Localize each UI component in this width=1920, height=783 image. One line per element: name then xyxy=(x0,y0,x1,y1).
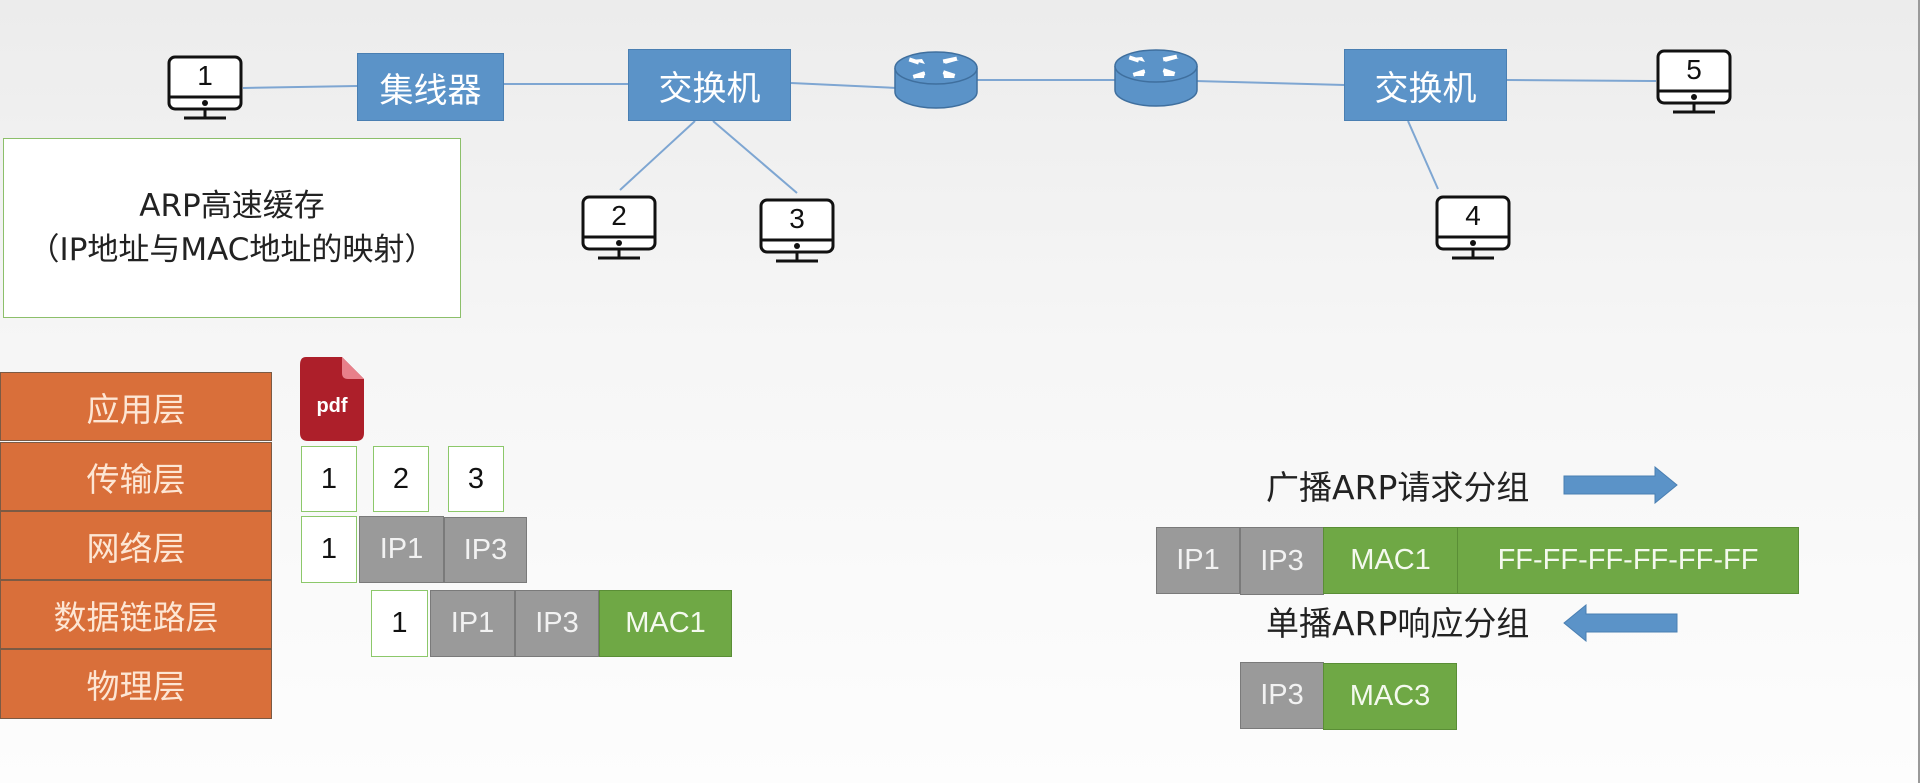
frame-src-ip: IP1 xyxy=(430,590,515,657)
arp-field-label: FF-FF-FF-FF-FF-FF xyxy=(1497,544,1759,576)
packet-dst-ip: IP3 xyxy=(444,517,527,583)
computer-icon xyxy=(581,195,657,260)
computer-4[interactable]: 4 xyxy=(1434,195,1512,265)
computer-icon xyxy=(759,198,835,263)
layer-label: 传输层 xyxy=(86,459,186,499)
arp-cache-subtitle: （IP地址与MAC地址的映射） xyxy=(28,232,436,268)
computer-label: 3 xyxy=(789,203,805,234)
link-switch-pc5 xyxy=(1506,79,1657,82)
arrow-left-icon xyxy=(1563,604,1678,642)
arp-req-src-mac: MAC1 xyxy=(1323,527,1458,594)
router-icon xyxy=(894,51,978,109)
link-switch-router1 xyxy=(790,82,898,89)
packet-field-label: IP1 xyxy=(379,533,424,565)
computer-icon xyxy=(1656,49,1732,114)
arp-reply-mac: MAC3 xyxy=(1323,663,1457,730)
frame-dst-ip: IP3 xyxy=(515,590,599,657)
layer-label: 数据链路层 xyxy=(53,597,219,637)
arp-field-label: IP1 xyxy=(1176,544,1220,576)
layer-label: 物理层 xyxy=(86,667,186,706)
router-icon xyxy=(1114,49,1198,107)
segment-2: 2 xyxy=(373,446,429,512)
switch-right[interactable]: 交换机 xyxy=(1344,49,1507,121)
arp-reply-ip: IP3 xyxy=(1240,662,1324,729)
pdf-label: pdf xyxy=(316,395,348,417)
layer-transport: 传输层 xyxy=(0,442,272,511)
router-2[interactable] xyxy=(1113,46,1199,108)
segment-label: 2 xyxy=(392,462,410,495)
slide-right-edge xyxy=(1918,0,1920,783)
arp-cache-box: ARP高速缓存 （IP地址与MAC地址的映射） xyxy=(3,138,461,318)
computer-icon xyxy=(1435,195,1511,260)
frame-field-label: MAC1 xyxy=(625,607,706,639)
arp-req-src-ip: IP1 xyxy=(1156,527,1240,594)
computer-label: 2 xyxy=(611,200,627,231)
segment-label: 3 xyxy=(467,462,485,495)
computer-label: 5 xyxy=(1686,54,1702,85)
segment-label: 1 xyxy=(320,462,338,495)
arp-field-label: MAC3 xyxy=(1349,680,1431,712)
hub-label: 集线器 xyxy=(379,70,482,111)
frame-field-label: IP3 xyxy=(535,607,579,639)
pdf-file-icon: pdf xyxy=(300,357,364,441)
switch-label: 交换机 xyxy=(658,68,761,109)
link-pc1-hub xyxy=(242,85,358,89)
frame-data: 1 xyxy=(371,590,428,657)
packet-field-label: IP3 xyxy=(463,533,508,566)
layer-datalink: 数据链路层 xyxy=(0,580,272,649)
arp-field-label: MAC1 xyxy=(1350,544,1431,576)
computer-3[interactable]: 3 xyxy=(758,198,836,268)
arp-req-broadcast-mac: FF-FF-FF-FF-FF-FF xyxy=(1457,527,1799,594)
frame-field-label: 1 xyxy=(391,607,408,639)
arp-field-label: IP3 xyxy=(1260,679,1304,711)
link-switch-pc3 xyxy=(712,120,798,194)
computer-2[interactable]: 2 xyxy=(580,195,658,265)
link-switch-pc2 xyxy=(619,120,696,191)
layer-label: 应用层 xyxy=(86,389,186,429)
segment-3: 3 xyxy=(448,446,504,512)
router-1[interactable] xyxy=(893,48,979,110)
packet-src-ip: IP1 xyxy=(359,516,444,583)
packet-field-label: 1 xyxy=(320,533,338,565)
switch-left[interactable]: 交换机 xyxy=(628,49,791,121)
layer-physical: 物理层 xyxy=(0,649,272,719)
packet-data: 1 xyxy=(301,516,357,583)
computer-label: 1 xyxy=(197,60,213,91)
arp-reply-label: 单播ARP响应分组 xyxy=(1266,604,1530,643)
arp-request-label: 广播ARP请求分组 xyxy=(1266,468,1530,507)
hub[interactable]: 集线器 xyxy=(357,53,504,121)
arp-req-dst-ip: IP3 xyxy=(1240,527,1324,595)
frame-field-label: IP1 xyxy=(450,607,495,639)
link-switch-pc4 xyxy=(1407,120,1439,190)
layer-network: 网络层 xyxy=(0,511,272,580)
arp-cache-title: ARP高速缓存 xyxy=(139,188,325,224)
computer-1[interactable]: 1 xyxy=(166,55,244,125)
layer-application: 应用层 xyxy=(0,372,272,441)
switch-label: 交换机 xyxy=(1374,68,1477,109)
arrow-right-icon xyxy=(1563,466,1678,504)
segment-1: 1 xyxy=(301,446,357,512)
arp-field-label: IP3 xyxy=(1260,544,1304,577)
computer-label: 4 xyxy=(1465,200,1481,231)
computer-icon xyxy=(167,55,243,120)
layer-label: 网络层 xyxy=(86,528,186,568)
link-router2-switch xyxy=(1194,80,1346,86)
computer-5[interactable]: 5 xyxy=(1655,49,1733,119)
frame-src-mac: MAC1 xyxy=(599,590,732,657)
